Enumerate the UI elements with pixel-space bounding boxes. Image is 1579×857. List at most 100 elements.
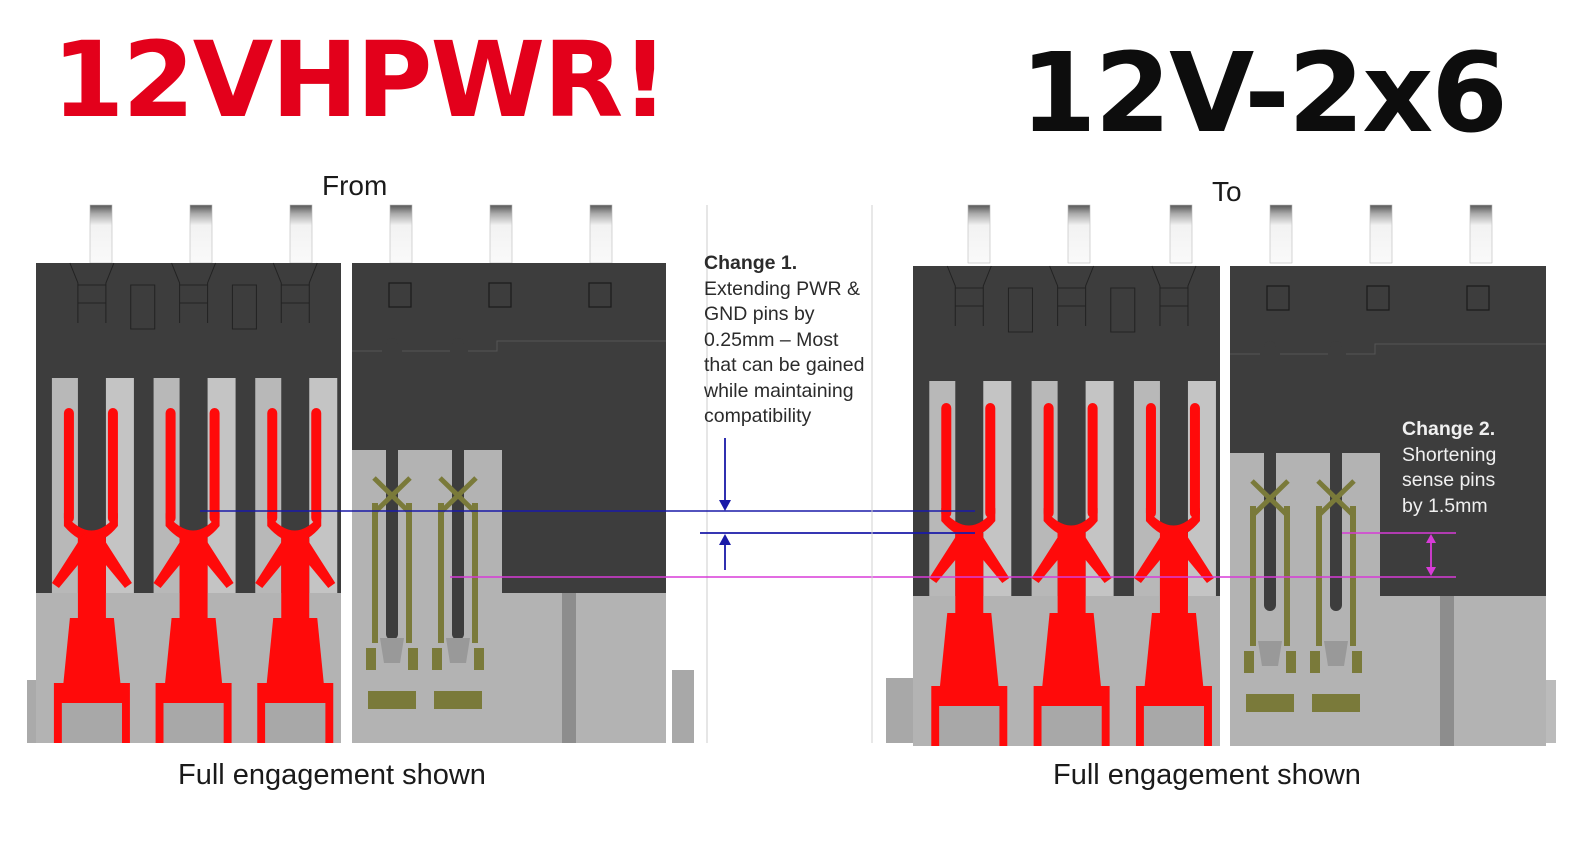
- sense-terminal-beam: [472, 503, 478, 643]
- sense-terminal-crimp: [1244, 651, 1254, 673]
- change2-annotation: Change 2. Shortening sense pins by 1.5mm: [1402, 417, 1496, 519]
- power-terminal-leg: [1135, 706, 1144, 746]
- power-terminal-leg: [223, 703, 232, 743]
- power-terminal-leg: [1033, 706, 1042, 746]
- power-terminal-cup: [941, 508, 996, 537]
- pin-socket: [488, 282, 512, 308]
- power-terminal-body: [77, 538, 106, 628]
- latch-outline: [69, 262, 115, 323]
- power-terminal-body: [179, 538, 208, 628]
- power-terminal-cup: [1043, 508, 1098, 537]
- power-terminal-body: [1057, 533, 1086, 623]
- header-pin: [967, 204, 991, 264]
- new-connector-section: [871, 204, 1556, 746]
- latch-outline: [946, 265, 992, 326]
- power-terminal-crimp: [939, 613, 1000, 693]
- change1-line: while maintaining: [704, 379, 854, 402]
- sense-pin: [452, 338, 464, 640]
- slot-outline: [231, 284, 257, 330]
- sense-terminal-crimp: [366, 648, 376, 670]
- power-terminal-beam: [107, 408, 118, 523]
- power-terminal-leg: [931, 706, 940, 746]
- sense-terminal-crimp: [1286, 651, 1296, 673]
- power-terminal-crimp: [265, 618, 326, 698]
- sense-terminal-tip: [1324, 641, 1348, 666]
- sense-terminal-crimp: [432, 648, 442, 670]
- header-pin: [1169, 204, 1193, 264]
- header-pin: [189, 204, 213, 264]
- power-terminal-beam: [1145, 403, 1156, 518]
- housing-rib: [562, 593, 576, 743]
- power-terminal-spring: [51, 533, 132, 588]
- housing-rib: [1440, 596, 1454, 746]
- title-12vhpwr: 12VHPWR!: [52, 19, 669, 141]
- header-pin: [589, 204, 613, 264]
- terminal-cavity-bottom: [1041, 706, 1102, 746]
- sense-terminal-contact: [1316, 479, 1356, 518]
- power-terminal-body: [1159, 533, 1188, 623]
- pin-socket: [388, 282, 412, 308]
- power-terminal-leg: [121, 703, 130, 743]
- caption-right: Full engagement shown: [1053, 759, 1361, 791]
- power-terminal-leg: [1203, 706, 1212, 746]
- housing-dark: [1230, 266, 1546, 596]
- power-terminal-leg: [999, 706, 1008, 746]
- power-terminal-cup: [267, 513, 322, 542]
- sense-terminal-crimp: [1352, 651, 1362, 673]
- housing-edge: [352, 340, 666, 352]
- title-12v-2x6: 12V-2x6: [1020, 29, 1508, 157]
- power-terminal-crimp: [1041, 613, 1102, 693]
- power-terminal-beam: [941, 403, 952, 518]
- from-label: From: [322, 170, 388, 201]
- power-terminal-cup: [1145, 508, 1200, 537]
- change1-annotation: Change 1. Extending PWR & GND pins by 0.…: [704, 251, 864, 430]
- latch-outline: [272, 262, 318, 323]
- old-connector-section: [27, 204, 708, 743]
- sense-terminal-crimp: [408, 648, 418, 670]
- power-terminal-leg: [257, 703, 266, 743]
- change1-line: Extending PWR &: [704, 277, 861, 300]
- change2-line: by 1.5mm: [1402, 494, 1488, 517]
- header-pin: [489, 204, 513, 264]
- terminal-cavity-bottom: [163, 703, 224, 743]
- header-pin: [389, 204, 413, 264]
- power-terminal-beam: [63, 408, 74, 523]
- latch-tab: [1546, 680, 1556, 743]
- latch-outline: [1049, 265, 1095, 326]
- pin-socket: [1366, 285, 1390, 311]
- sense-terminal-band: [368, 691, 416, 709]
- power-terminal-beam: [1043, 403, 1054, 518]
- power-terminal-beam: [985, 403, 996, 518]
- power-terminal-body: [281, 538, 310, 628]
- power-terminal-cup: [165, 513, 220, 542]
- power-terminal-base: [1033, 686, 1110, 706]
- header-pin: [289, 204, 313, 264]
- change1-line: GND pins by: [704, 303, 815, 325]
- power-terminal-beam: [209, 408, 220, 523]
- sense-terminal-crimp: [474, 648, 484, 670]
- sense-terminal-crimp: [1310, 651, 1320, 673]
- latch-outline: [171, 262, 217, 323]
- change1-arrow-up-icon: [719, 534, 731, 545]
- power-terminal-crimp: [1143, 613, 1204, 693]
- power-terminal-leg: [1101, 706, 1110, 746]
- power-terminal-beam: [1087, 403, 1098, 518]
- change2-line: sense pins: [1402, 469, 1496, 491]
- slot-outline: [1007, 287, 1033, 333]
- power-terminal-beam: [165, 408, 176, 523]
- sense-terminal-band: [434, 691, 482, 709]
- latch-tab: [672, 670, 694, 743]
- slot-outline: [1110, 287, 1136, 333]
- latch-outline: [1151, 265, 1197, 326]
- terminal-cavity-bottom: [1143, 706, 1204, 746]
- power-terminal-crimp: [61, 618, 122, 698]
- terminal-cavity-bottom: [265, 703, 326, 743]
- change2-line: Shortening: [1402, 443, 1497, 466]
- sense-terminal-band: [1312, 694, 1360, 712]
- header-pin: [89, 204, 113, 264]
- housing-edge: [1230, 343, 1546, 355]
- header-pin: [1469, 204, 1493, 264]
- measurement-lines: [200, 205, 1456, 743]
- sense-terminal-beam: [1250, 506, 1256, 646]
